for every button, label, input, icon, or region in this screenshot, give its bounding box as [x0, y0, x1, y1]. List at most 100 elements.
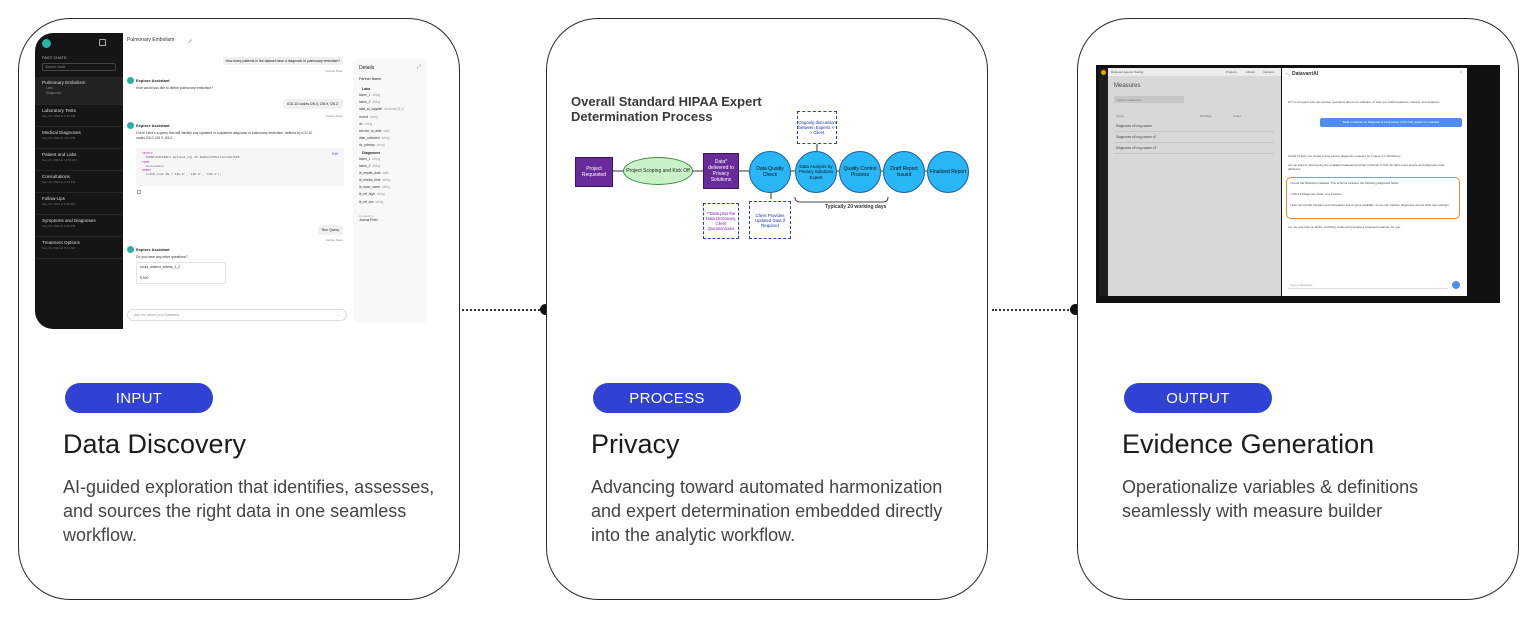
top-nav: Datavant Agents Testing Projects Library… — [1108, 68, 1281, 76]
edit-title-icon[interactable] — [186, 37, 192, 43]
flow-arrows — [613, 144, 927, 203]
agent-intro: Hi! I'm an agent who can answer question… — [1288, 100, 1441, 104]
output-pill: OUTPUT — [1124, 383, 1272, 413]
client-updated-data-note: Client Provides Updated Data if Required — [749, 201, 791, 239]
code-line: SELECT — [142, 151, 153, 155]
nav-library[interactable]: Library — [1246, 70, 1256, 74]
nav-versions[interactable]: Versions — [1263, 70, 1275, 74]
send-icon[interactable]: → — [335, 312, 340, 318]
code-line: FROM — [142, 159, 150, 164]
user-name-2: Joshua Peter — [325, 114, 343, 118]
expand-icon[interactable]: ⤢ — [416, 64, 421, 70]
nav-projects[interactable]: Projects — [1226, 70, 1237, 74]
sql-code: SELECT COUNT(DISTINCT patient_id) AS Num… — [142, 151, 240, 177]
step-data-quality: Data Quality Check — [749, 151, 791, 193]
app-icon-rail — [1099, 68, 1108, 296]
run-query-button[interactable]: Run Query — [317, 225, 343, 235]
chat-sidebar: PAST CHATS Search chats Pulmonary Emboli… — [35, 33, 123, 329]
measure-row[interactable]: Diagnoses of lung cancer — [1114, 121, 1274, 132]
chat-item-date: Sep 19, 2024 at 9:46 AM — [42, 202, 76, 206]
measure-builder-screenshot: Datavant Agents Testing Projects Library… — [1096, 65, 1500, 303]
measures-pane: Datavant Agents Testing Projects Library… — [1108, 68, 1281, 296]
chat-subitem[interactable]: Labs — [46, 86, 53, 90]
chat-subitem[interactable]: Diagnoses — [46, 91, 62, 95]
send-button[interactable] — [1452, 281, 1460, 289]
chat-input[interactable]: Ask me about your Datasets → — [127, 309, 347, 321]
chat-item-name: Follow-Ups — [42, 196, 65, 201]
agent-title: DatavantAI — [1292, 71, 1319, 77]
chat-item-name: Symptoms and Diagnoses — [42, 218, 96, 223]
highlighted-findings: I found the Workshop dataset. The schema… — [1286, 177, 1460, 219]
step-project-scoping: Project Scoping and Kick Off — [623, 157, 693, 185]
agent-chat-pane: ‹ DatavantAI × Hi! I'm an agent who can … — [1282, 68, 1467, 296]
assistant-name-2: Explore Assistant — [136, 123, 170, 128]
connector-node-2 — [1070, 304, 1081, 315]
chat-item-date: Sep 19, 2024 at 3:30 PM — [42, 224, 76, 228]
edit-query-link[interactable]: Edit — [332, 152, 338, 156]
chat-item-date: Sep 20, 2024 at 1:14 PM — [42, 180, 76, 184]
assistant-message-2: Got it! Here's a query that will identif… — [136, 131, 313, 140]
step-quality-control: Quality Control Process — [839, 151, 881, 193]
col-modified: Modified — [1200, 114, 1212, 118]
col-status: Status — [1233, 114, 1242, 118]
chat-item-date: Sep 18, 2024 at 8:17 AM — [42, 246, 76, 250]
chat-header-title: Pulmonary Embolism — [127, 37, 175, 43]
back-icon[interactable]: ‹ — [1286, 71, 1288, 77]
close-icon[interactable]: × — [1459, 70, 1462, 76]
code-line: icd10_code IN ('I26.0', 'I26.9', 'I26.2'… — [142, 172, 222, 177]
chat-main: Pulmonary Embolism How many patients in … — [123, 33, 351, 329]
chat-item-name: Pulmonary Embolism — [42, 80, 86, 85]
measure-row[interactable]: Diagnoses of lung cancer v3 — [1114, 143, 1274, 154]
brand-name: Datavant Agents Testing — [1111, 70, 1144, 74]
step-data-analysis: Data Analysis by Privacy Solutions Exper… — [795, 151, 837, 193]
process-pill: PROCESS — [593, 383, 741, 413]
chat-search-input[interactable]: Search chats — [42, 63, 116, 71]
code-line: COUNT(DISTINCT patient_id) AS NumberOfPa… — [142, 155, 240, 160]
assistant-name-3: Explore Assistant — [136, 247, 170, 252]
user-name-1: Joshua Peter — [325, 69, 343, 73]
chat-item-date: Sep 23, 2024 at 4:01 PM — [42, 136, 76, 140]
chat-item-name: Patient and Labs — [42, 152, 77, 157]
result-column: count_distinct_tokens_1_2 — [140, 265, 181, 269]
diagram-title-line1: Overall Standard HIPAA Expert — [571, 94, 762, 109]
col-name: Name — [1116, 114, 1125, 118]
agent-reply-1: Great! I'll help you create a lung cance… — [1288, 154, 1402, 158]
chat-item-date: Sep 24, 2024 at 4:39 PM — [42, 114, 76, 118]
measure-row[interactable]: Diagnoses of lung cancer v2 — [1114, 132, 1274, 143]
measures-search-input[interactable]: Search measures... — [1114, 96, 1184, 103]
agent-reply-3: Let me now look up all the matching code… — [1288, 225, 1401, 229]
hipaa-process-diagram: Overall Standard HIPAA Expert Determinat… — [563, 89, 973, 279]
message-input[interactable]: Type a Message... — [1288, 282, 1448, 289]
copy-icon[interactable] — [137, 190, 141, 194]
schema-group[interactable]: Diagnoses — [362, 150, 381, 155]
logo-icon — [42, 39, 51, 48]
ongoing-discussion-note: Ongoing discussion between Experts <-> C… — [797, 111, 837, 144]
schema-group[interactable]: Labs — [362, 87, 371, 91]
app-logo-icon — [1101, 70, 1106, 75]
result-value: 5,000 — [140, 276, 149, 280]
connector-node-1 — [540, 304, 551, 315]
new-chat-icon[interactable] — [99, 39, 106, 46]
